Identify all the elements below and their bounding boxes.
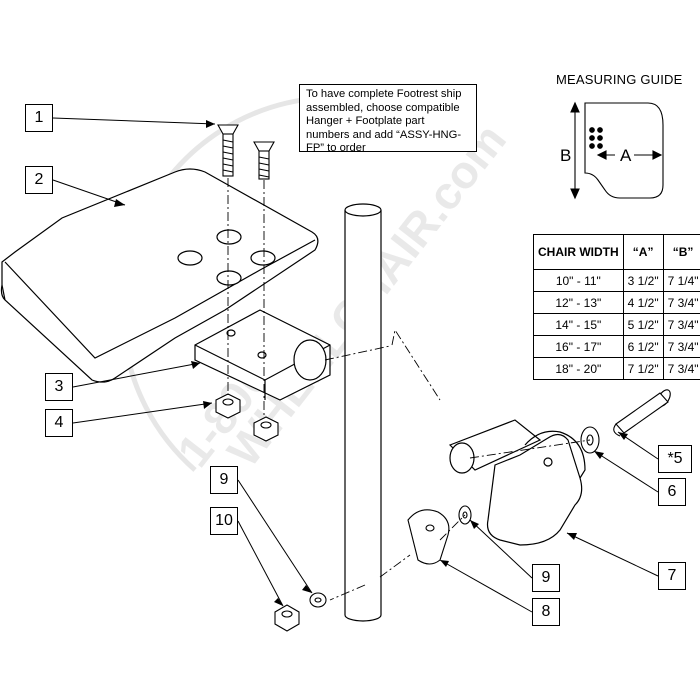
screw-right: [253, 141, 275, 180]
callout-5: *5: [658, 445, 692, 473]
callout-6: 6: [658, 478, 686, 506]
callout-2: 2: [25, 166, 53, 194]
nut-left: [215, 393, 241, 419]
callout-9-left: 9: [210, 466, 238, 494]
measuring-label-b: B: [560, 146, 572, 165]
cell-width: 16" - 17": [533, 335, 624, 358]
table-row: 14" - 15" 5 1/2" 7 3/4": [533, 313, 700, 336]
nut-10: [274, 604, 300, 632]
assembly-center-lines: [227, 178, 591, 601]
callout-8: 8: [532, 598, 560, 626]
header-a: “A”: [622, 234, 664, 270]
cell-b: 7 1/4": [662, 269, 700, 292]
cell-a: 5 1/2": [622, 313, 664, 336]
table-row: 18" - 20" 7 1/2" 7 3/4": [533, 357, 700, 380]
cell-b: 7 3/4": [662, 335, 700, 358]
table-row: 12" - 13" 4 1/2" 7 3/4": [533, 291, 700, 314]
cell-a: 6 1/2": [622, 335, 664, 358]
clamp: [194, 309, 331, 401]
callout-3: 3: [45, 373, 73, 401]
cell-width: 18" - 20": [533, 357, 624, 380]
cell-b: 7 3/4": [662, 313, 700, 336]
header-chair-width: CHAIR WIDTH: [533, 234, 624, 270]
cell-a: 4 1/2": [622, 291, 664, 314]
hanger-tube: [344, 203, 382, 622]
hanger-bracket: [448, 419, 586, 546]
cell-b: 7 3/4": [662, 357, 700, 380]
measuring-guide-title: MEASURING GUIDE: [556, 72, 683, 87]
cell-a: 3 1/2": [622, 269, 664, 292]
leader-lines: [52, 117, 659, 613]
table-row: 10" - 11" 3 1/2" 7 1/4": [533, 269, 700, 292]
measuring-guide-figure: [570, 101, 664, 200]
footplate: [0, 168, 319, 383]
cell-width: 10" - 11": [533, 269, 624, 292]
leader-arrowheads: [114, 120, 628, 606]
washer-9-left: [309, 592, 327, 608]
cell-b: 7 3/4": [662, 291, 700, 314]
screw-left: [217, 124, 239, 177]
assembly-note: To have complete Footrest ship assembled…: [299, 84, 477, 154]
callout-9-right: 9: [532, 564, 560, 592]
cell-width: 14" - 15": [533, 313, 624, 336]
header-b: “B”: [662, 234, 700, 270]
callout-4: 4: [45, 409, 73, 437]
cam-piece: [407, 509, 450, 565]
callout-10: 10: [210, 507, 238, 535]
bolt: [613, 389, 671, 437]
callout-1: 1: [25, 104, 53, 132]
cell-width: 12" - 13": [533, 291, 624, 314]
measuring-label-a: A: [620, 146, 632, 165]
callout-7: 7: [658, 562, 686, 590]
nut-right: [253, 416, 279, 442]
table-row: 16" - 17" 6 1/2" 7 3/4": [533, 335, 700, 358]
cell-a: 7 1/2": [622, 357, 664, 380]
size-table: CHAIR WIDTH “A” “B” 10" - 11" 3 1/2" 7 1…: [533, 234, 700, 380]
size-table-header: CHAIR WIDTH “A” “B”: [533, 234, 700, 270]
